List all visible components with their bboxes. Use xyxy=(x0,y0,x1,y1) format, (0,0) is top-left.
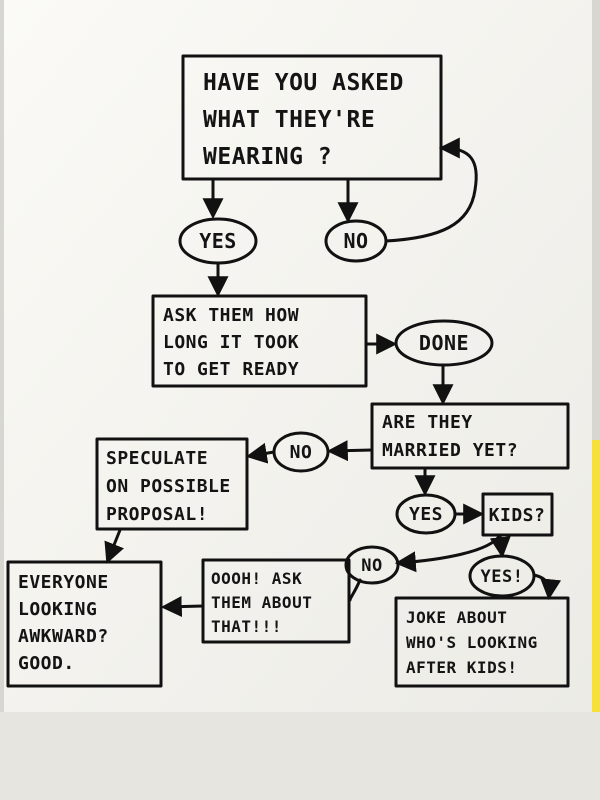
joke-text: JOKE ABOUT WHO'S LOOKING AFTER KIDS! xyxy=(406,608,548,677)
joke-line-3: AFTER KIDS! xyxy=(406,658,517,677)
lower-sheet xyxy=(0,712,600,800)
speculate-line-2: ON POSSIBLE xyxy=(106,476,231,497)
start-question-text: HAVE YOU ASKED WHAT THEY'RE WEARING ? xyxy=(203,70,418,170)
ask-line-1: ASK THEM HOW xyxy=(163,305,299,326)
arrow-kids-to-yes xyxy=(489,533,511,559)
no-label-3: NO xyxy=(361,556,382,576)
ask-line-2: LONG IT TOOK xyxy=(163,332,299,353)
speculate-line-1: SPECULATE xyxy=(106,448,208,469)
awkward-line-2: LOOKING xyxy=(18,599,97,620)
awkward-box xyxy=(6,560,163,688)
paper-sheet xyxy=(4,0,592,712)
kids-question-text: KIDS? xyxy=(489,505,546,526)
speculate-line-3: PROPOSAL! xyxy=(106,504,208,525)
arrow-yes-to-joke xyxy=(532,573,562,601)
awkward-text: EVERYONE LOOKING AWKWARD? GOOD. xyxy=(18,572,120,674)
ooh-line-2: THEM ABOUT xyxy=(211,593,312,612)
start-line-3: WEARING ? xyxy=(203,144,332,170)
arrow-no-to-speculate xyxy=(245,442,276,464)
yes-label-1: YES xyxy=(199,229,237,253)
yes-label-3: YES! xyxy=(481,567,524,587)
awkward-line-4: GOOD. xyxy=(18,653,75,674)
arrow-no-loop-back xyxy=(384,137,478,243)
speculate-box xyxy=(95,437,249,531)
arrow-no-to-ooh xyxy=(348,578,362,602)
ooh-line-1: OOOH! ASK xyxy=(211,569,302,588)
start-question-box xyxy=(181,54,443,181)
ooh-ask-text: OOOH! ASK THEM ABOUT THAT!!! xyxy=(211,569,322,636)
joke-box xyxy=(394,596,570,688)
ask-ready-text: ASK THEM HOW LONG IT TOOK TO GET READY xyxy=(163,305,310,380)
no-label-1: NO xyxy=(343,229,368,253)
start-line-1: HAVE YOU ASKED xyxy=(203,70,404,96)
ask-line-3: TO GET READY xyxy=(163,359,299,380)
married-line-1: ARE THEY xyxy=(382,412,473,433)
arrow-ooh-to-awkward xyxy=(160,596,205,618)
married-line-2: MARRIED YET? xyxy=(382,440,518,461)
awkward-line-3: AWKWARD? xyxy=(18,626,109,647)
married-question-text: ARE THEY MARRIED YET? xyxy=(382,412,518,461)
ask-ready-box xyxy=(151,294,368,388)
done-label: DONE xyxy=(419,331,469,355)
start-line-2: WHAT THEY'RE xyxy=(203,107,375,133)
arrow-married-to-no xyxy=(326,440,374,462)
joke-line-1: JOKE ABOUT xyxy=(406,608,507,627)
no-label-2: NO xyxy=(290,442,313,463)
married-question-box xyxy=(370,402,570,470)
awkward-line-1: EVERYONE xyxy=(18,572,109,593)
speculate-text: SPECULATE ON POSSIBLE PROPOSAL! xyxy=(106,448,242,525)
yes-label-2: YES xyxy=(409,504,443,525)
joke-line-2: WHO'S LOOKING xyxy=(406,633,538,652)
arrow-speculate-to-awkward xyxy=(104,528,124,564)
ooh-line-3: THAT!!! xyxy=(211,617,282,636)
